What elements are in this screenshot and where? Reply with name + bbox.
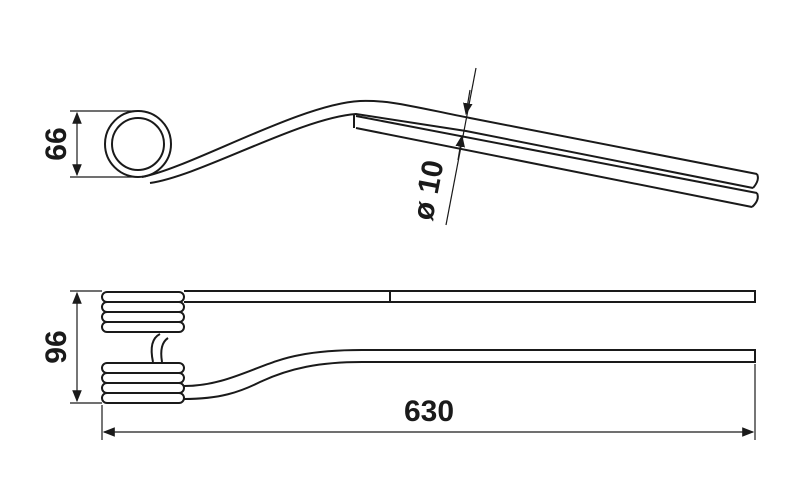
upper-coil-winding-2 <box>101 301 185 313</box>
coil-inner <box>111 117 165 171</box>
tine-tip-lower <box>751 192 759 208</box>
upper-coil-winding-3 <box>101 311 185 323</box>
dim-coil-diameter <box>70 110 140 178</box>
tine-second-leg-upper <box>355 115 758 194</box>
coil-outer <box>104 110 172 178</box>
dim-label-96: 96 <box>40 330 73 363</box>
dim-wire-diameter <box>445 67 477 226</box>
side-view <box>101 290 756 404</box>
lower-coil-winding-1 <box>101 362 185 374</box>
upper-leg <box>184 290 756 303</box>
lower-coil-winding-2 <box>101 372 185 384</box>
tine-second-leg-lower <box>355 127 753 208</box>
lower-coil-winding-4 <box>101 392 185 404</box>
dim-label-wire: ø 10 <box>407 158 451 223</box>
upper-coil-winding-4 <box>101 321 185 333</box>
tine-lower-edge <box>149 112 754 189</box>
coil-bridge <box>150 333 169 363</box>
lower-coil-winding-3 <box>101 382 185 394</box>
dim-overall-length <box>101 364 756 440</box>
tine-upper-edge <box>141 99 758 178</box>
dim-label-66: 66 <box>40 127 73 160</box>
lower-leg <box>183 349 756 400</box>
upper-coil-winding-1 <box>101 291 185 303</box>
top-view <box>104 99 759 208</box>
dim-coil-height <box>70 290 102 404</box>
dim-label-630: 630 <box>404 395 454 428</box>
tine-tip-upper <box>752 173 759 189</box>
